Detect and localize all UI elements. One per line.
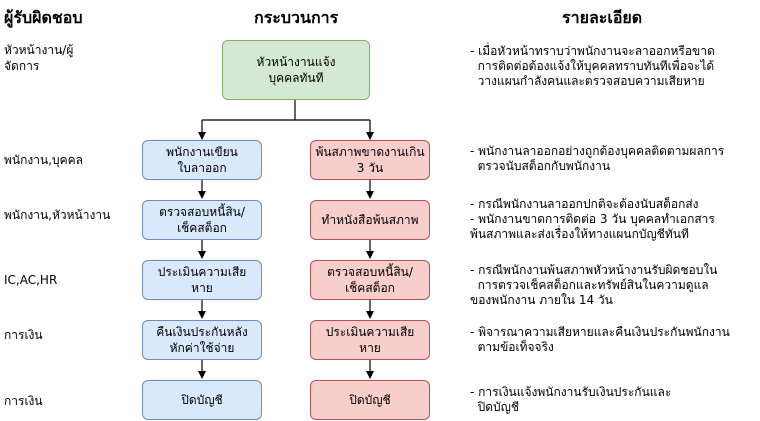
process-box-termination-letter: ทำหนังสือพ้นสภาพ [310, 200, 430, 240]
process-box-write-resignation: พนักงานเขียน ใบลาออก [142, 140, 262, 180]
process-box-assess-damage: ประเมินความเสีย หาย [310, 320, 430, 360]
responsible-label: การเงิน [4, 328, 43, 342]
detail-text: - พนักงานลาออกอย่างถูกต้องบุคคลติดตามผลก… [470, 144, 725, 173]
detail-text: - กรณีพนักงานลาออกปกติจะต้องนับสต็อกส่ง … [470, 197, 715, 241]
header-details: รายละเอียด [562, 8, 643, 27]
detail-text: - พิจารณาความเสียหายและคืนเงินประกันพนัก… [470, 325, 730, 354]
responsible-label: IC,AC,HR [4, 273, 58, 287]
responsible-label: พนักงาน,หัวหน้างาน [4, 208, 111, 222]
process-box-close-account: ปิดบัญชี [142, 380, 262, 420]
responsible-label: หัวหน้างาน/ผู้ จัดการ [4, 43, 74, 73]
responsible-label: การเงิน [4, 394, 43, 408]
header-process: กระบวนการ [254, 8, 339, 27]
responsible-label: พนักงาน,บุคคล [4, 153, 84, 167]
header-responsible: ผู้รับผิดชอบ [4, 8, 83, 27]
process-box-assess-damage: ประเมินความเสีย หาย [142, 260, 262, 300]
detail-text: - กรณีพนักงานพ้นสภาพหัวหน้างานรับผิดชอบใ… [470, 263, 718, 307]
process-box-absent-over-3-days: พ้นสภาพขาดงานเกิน 3 วัน [310, 140, 430, 180]
process-box-refund-deposit: คืนเงินประกันหลัง หักค่าใช้จ่าย [142, 320, 262, 360]
process-box-notify-hr: หัวหน้างานแจ้ง บุคคลทันที [222, 40, 370, 100]
process-box-check-debt-stock: ตรวจสอบหนี้สิน/ เช็คสต็อก [142, 200, 262, 240]
process-box-close-account: ปิดบัญชี [310, 380, 430, 420]
process-box-check-debt-stock: ตรวจสอบหนี้สิน/ เช็คสต็อก [310, 260, 430, 300]
detail-text: - การเงินแจ้งพนักงานรับเงินประกันและ ปิด… [470, 385, 672, 414]
detail-text: - เมื่อหัวหน้าทราบว่าพนักงานจะลาออกหรือข… [470, 44, 715, 88]
